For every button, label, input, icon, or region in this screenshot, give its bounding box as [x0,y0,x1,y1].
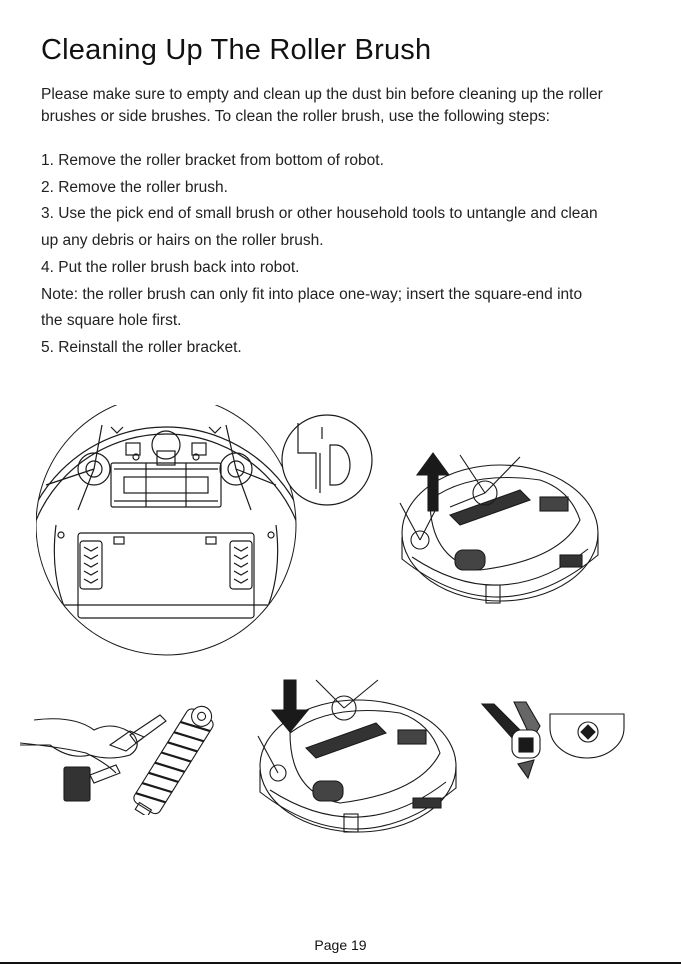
robot-underside-illustration [36,405,373,656]
step-list: 1. Remove the roller bracket from bottom… [41,148,661,362]
brush-cleaning-illustration [20,705,214,815]
step-line: 4. Put the roller brush back into robot. [41,258,300,276]
intro-paragraph: Please make sure to empty and clean up t… [41,86,603,125]
footer-rule [0,962,681,964]
note-line: Note: the roller brush can only fit into… [41,285,583,303]
page-title: Cleaning Up The Roller Brush [41,34,432,66]
step-line: 2. Remove the roller brush. [41,178,228,196]
note-line: the square hole first. [41,312,182,330]
remove-bracket-illustration [399,452,599,604]
page-number: Page 19 [314,937,367,953]
step-line: 1. Remove the roller bracket from bottom… [41,152,384,169]
step-line: 3. Use the pick end of small brush or ot… [41,205,598,223]
step-line: up any debris or hairs on the roller bru… [41,232,324,250]
reinstall-brush-illustration [257,679,457,833]
square-end-detail-illustration [480,701,625,780]
step-line: 5. Reinstall the roller bracket. [41,338,242,356]
